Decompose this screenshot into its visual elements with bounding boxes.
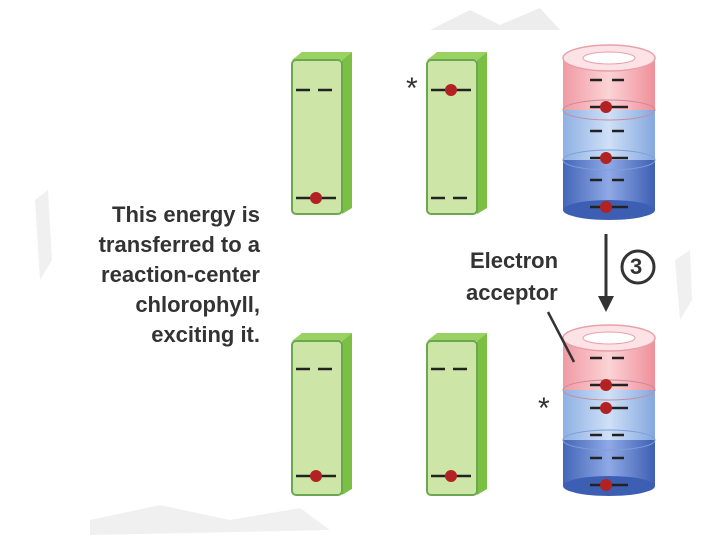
electron-acceptor-label-line2: acceptor <box>466 280 558 305</box>
reaction-center-cylinder-bottom <box>562 324 656 496</box>
caption-line: chlorophyll, <box>135 292 260 317</box>
reaction-center-cylinder-top <box>562 44 656 220</box>
electron <box>445 84 457 96</box>
energy-level-upper <box>431 84 471 96</box>
energy-level-lower <box>431 470 471 482</box>
caption-line: transferred to a <box>98 232 260 257</box>
electron <box>600 152 612 164</box>
electron <box>445 470 457 482</box>
electron <box>600 479 612 491</box>
caption-line: This energy is <box>112 202 260 227</box>
electron <box>600 101 612 113</box>
step-badge <box>620 249 656 285</box>
electron <box>600 402 612 414</box>
step-number: 3 <box>630 254 643 279</box>
caption-line: exciting it. <box>151 322 260 347</box>
caption-line: reaction-center <box>101 262 260 287</box>
energy-level-lower <box>296 470 336 482</box>
electron <box>310 192 322 204</box>
chlorophyll-slab-bottom-right <box>426 333 487 496</box>
acceptor-pointer-line <box>546 311 576 363</box>
caption-text: This energy is transferred to a reaction… <box>40 200 260 350</box>
electron <box>600 379 612 391</box>
background-smudges <box>35 8 692 535</box>
down-arrow <box>598 234 614 312</box>
energy-level-lower <box>296 192 336 204</box>
electron <box>600 201 612 213</box>
chlorophyll-slab-top-right <box>426 52 487 215</box>
electron-acceptor-label-line1: Electron <box>470 248 559 273</box>
excited-marker-top: * <box>406 72 418 105</box>
chlorophyll-slab-top-left <box>291 52 352 215</box>
excited-marker-bottom: * <box>538 392 550 425</box>
electron <box>310 470 322 482</box>
chlorophyll-slab-bottom-left <box>291 333 352 496</box>
